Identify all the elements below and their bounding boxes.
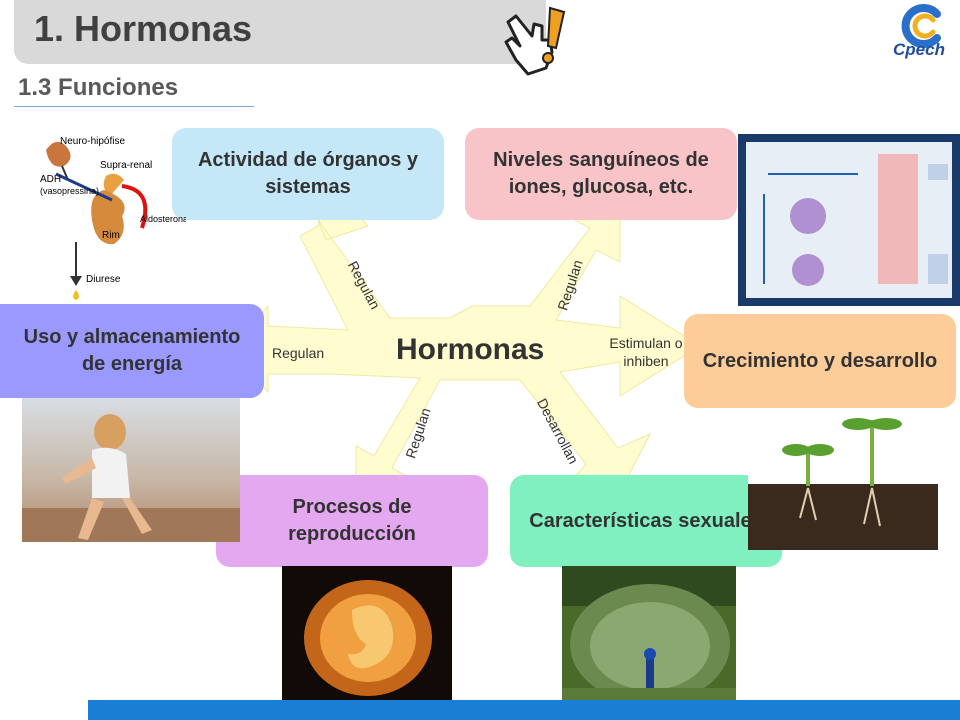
box-actividad: Actividad de órganos y sistemas xyxy=(172,128,444,220)
page-subtitle: 1.3 Funciones xyxy=(18,74,179,101)
box-caracteristicas: Características sexuales xyxy=(510,475,782,567)
cpech-logo-icon xyxy=(901,4,941,48)
box-uso: Uso y almacenamiento de energía xyxy=(0,304,264,398)
box-niveles: Niveles sanguíneos de iones, glucosa, et… xyxy=(465,128,737,220)
edge-label-crecimiento: Estimulan o inhiben xyxy=(609,335,683,370)
box-crecimiento: Crecimiento y desarrollo xyxy=(684,314,956,408)
embryo-photo xyxy=(282,566,452,704)
label-rim: Rim xyxy=(102,230,120,241)
label-vasopressina: (vasopressina) xyxy=(40,186,100,196)
center-label: Hormonas xyxy=(396,333,545,366)
label-adh: ADH xyxy=(40,174,62,185)
kidney-figure: Neuro-hipófise Supra-renal ADH (vasopres… xyxy=(36,130,186,300)
peacock-photo xyxy=(562,566,736,704)
label-supra-renal: Supra-renal xyxy=(100,160,153,171)
parathyroid-diagram-image xyxy=(738,134,960,306)
edge-label-uso: Regulan xyxy=(272,345,325,361)
seedlings-photo xyxy=(748,408,938,550)
runner-photo xyxy=(22,398,240,542)
subtitle-divider xyxy=(14,106,254,107)
logo-text: Cpech xyxy=(893,40,945,59)
bottom-bar xyxy=(88,700,960,720)
box-procesos: Procesos de reproducción xyxy=(216,475,488,567)
page-title: 1. Hormonas xyxy=(34,8,253,49)
label-aldosterona: Aldosterona xyxy=(140,214,186,224)
label-diurese: Diurese xyxy=(86,274,121,285)
label-neuro-hipofise: Neuro-hipófise xyxy=(60,136,126,147)
pointing-hand-icon xyxy=(504,6,566,76)
title-bar xyxy=(14,0,546,64)
